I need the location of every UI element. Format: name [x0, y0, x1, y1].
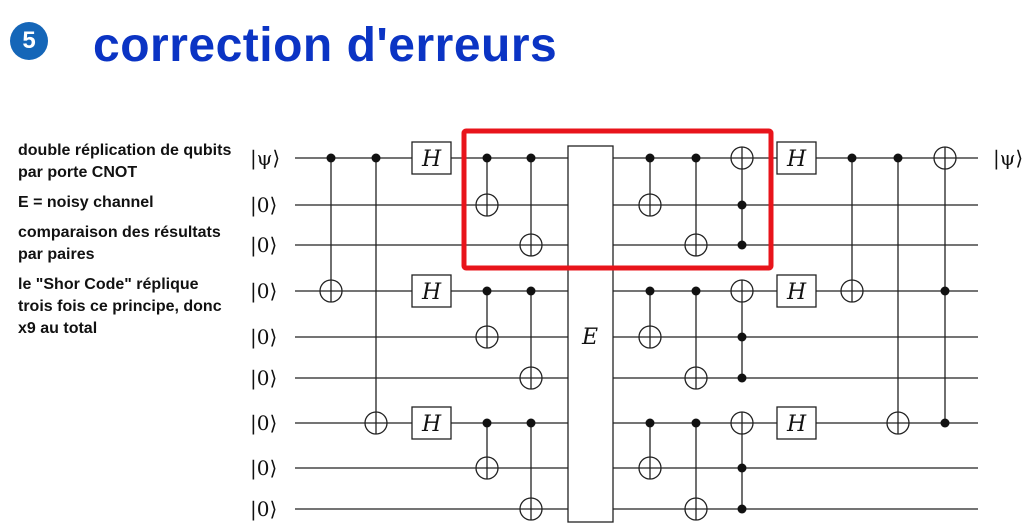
input-label-q1: |0⟩ — [250, 193, 277, 218]
notes-panel: double réplication de qubits par porte C… — [18, 140, 233, 348]
gate-connectors — [330, 158, 946, 509]
input-label-q4: |0⟩ — [250, 325, 277, 350]
qubit-wires — [295, 157, 978, 510]
note-noisy-channel: E = noisy channel — [18, 194, 154, 211]
svg-text:H: H — [421, 280, 442, 305]
input-label-q8: |0⟩ — [250, 497, 277, 522]
input-label-q2: |0⟩ — [250, 233, 277, 258]
title-area: 5 — [10, 22, 48, 60]
hadamard-gates-encode: H H H — [411, 141, 452, 440]
noisy-channel-box: E — [567, 145, 614, 523]
step-number-badge: 5 — [10, 22, 48, 60]
input-label-q7: |0⟩ — [250, 456, 277, 481]
svg-text:H: H — [421, 412, 442, 437]
svg-text:H: H — [786, 280, 807, 305]
svg-text:H: H — [421, 147, 442, 172]
hadamard-gates-decode: H H H — [776, 141, 817, 440]
svg-text:H: H — [786, 147, 807, 172]
svg-text:E: E — [581, 325, 598, 350]
page-title: correction d'erreurs — [93, 19, 558, 72]
output-label-psi: |ψ⟩ — [993, 146, 1023, 171]
highlight-box — [461, 128, 774, 271]
input-label-q3: |0⟩ — [250, 279, 277, 304]
input-label-q6: |0⟩ — [250, 411, 277, 436]
encoding-cnots — [319, 153, 388, 435]
note-replication: double réplication de qubits par porte C… — [18, 142, 232, 181]
note-comparison: comparaison des résultats par paires — [18, 224, 221, 263]
input-label-q5: |0⟩ — [250, 366, 277, 391]
input-label-psi: |ψ⟩ — [250, 146, 280, 171]
input-labels: |ψ⟩ |0⟩ |0⟩ |0⟩ |0⟩ |0⟩ |0⟩ |0⟩ |0⟩ — [250, 146, 280, 522]
note-shor-code: le "Shor Code" réplique trois fois ce pr… — [18, 276, 222, 337]
svg-text:H: H — [786, 412, 807, 437]
